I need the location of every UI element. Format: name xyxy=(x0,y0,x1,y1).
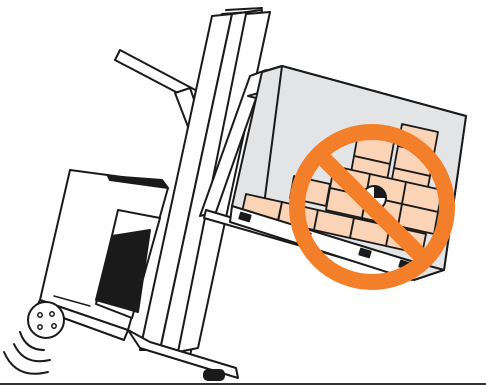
wheel-bolt-1 xyxy=(38,313,42,317)
wheel-bolt-3 xyxy=(52,324,56,328)
load-wheel xyxy=(204,370,224,380)
drive-wheel xyxy=(28,302,64,338)
wheel-bolt-4 xyxy=(38,325,42,329)
wheel-bolt-2 xyxy=(50,312,54,316)
mast-top-detail xyxy=(226,8,262,10)
